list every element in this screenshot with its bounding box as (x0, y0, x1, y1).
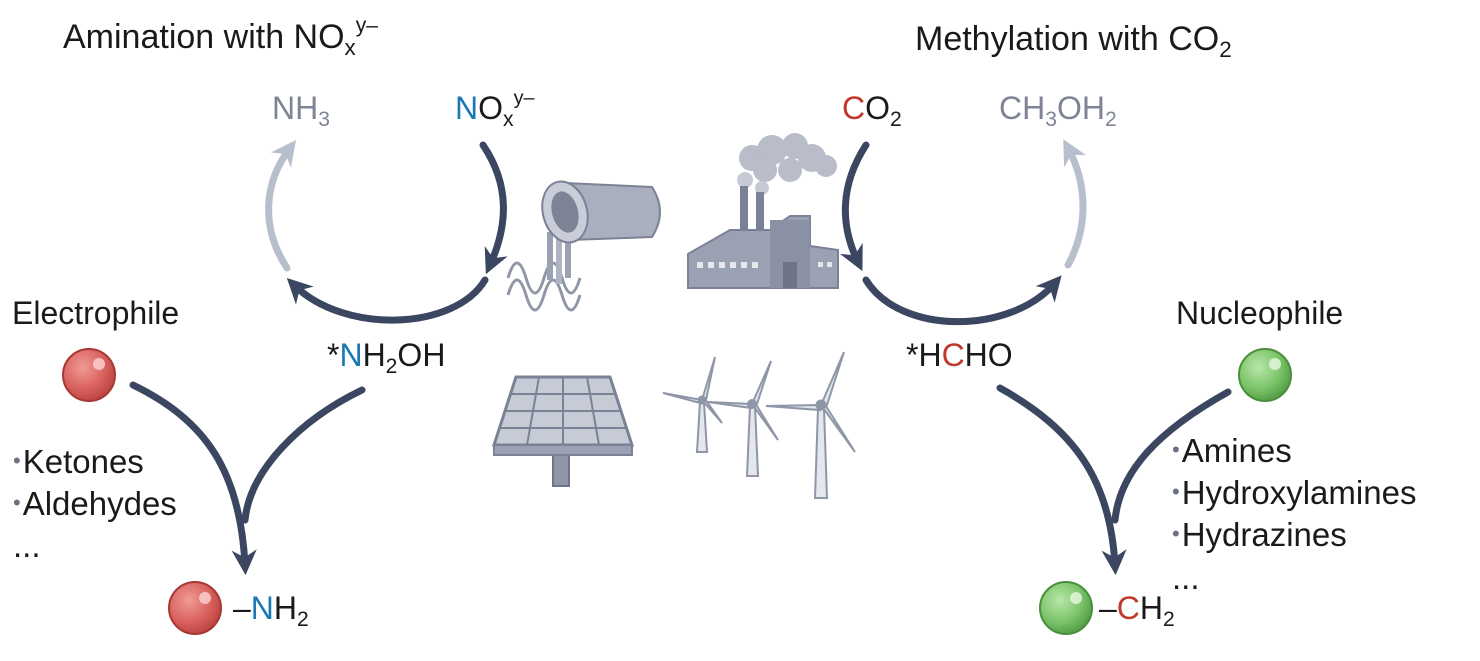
nucleophile-ellipsis: ... (1172, 558, 1200, 596)
nox-n: N (455, 90, 479, 126)
methyl-sub: 2 (1163, 607, 1175, 631)
amine-sub: 2 (297, 607, 309, 631)
nucleophile-merge-arrow (1111, 388, 1232, 524)
methyl-dash: – (1099, 590, 1117, 626)
electrophile-item-text: Aldehydes (22, 485, 177, 523)
electrophile-sphere (62, 348, 116, 402)
nh2oh-intermediate: *NH2OH (327, 337, 446, 377)
electrophile-list: •Ketones •Aldehydes ... (13, 441, 177, 568)
electrophile-item: •Ketones (13, 443, 144, 480)
amination-dark-arc-bottom (286, 276, 489, 324)
hcho-ho: HO (964, 337, 1013, 373)
wastewater-pipe-icon (506, 180, 661, 312)
amine-n: N (250, 590, 274, 626)
hcho-path-arrow (996, 384, 1127, 576)
co2-sub: 2 (890, 107, 902, 131)
methylation-title-sub: 2 (1219, 37, 1232, 63)
hcho-c: C (941, 337, 965, 373)
nh2oh-merge-arrow (241, 386, 366, 524)
amine-dash: – (233, 590, 251, 626)
methyl-product: –CH2 (1099, 590, 1175, 630)
methyl-c: C (1116, 590, 1140, 626)
amination-title-sup: y– (355, 14, 379, 38)
electrophile-label: Electrophile (12, 295, 180, 331)
amination-dark-arc-top (479, 141, 508, 275)
nh2oh-star: * (327, 337, 340, 373)
nh3-sub: 3 (318, 107, 330, 131)
nh2oh-sub: 2 (385, 354, 398, 378)
nucleophile-item-text: Hydroxylamines (1181, 474, 1417, 512)
hcho-intermediate: *HCHO (906, 339, 1013, 371)
amine-h: H (273, 590, 298, 626)
wind-turbine-icon (662, 351, 856, 499)
nucleophile-item-text: Amines (1181, 432, 1292, 469)
amination-light-arc (265, 139, 297, 272)
factory-icon (687, 133, 839, 289)
nh2oh-oh: OH (397, 337, 446, 373)
nucleophile-item: •Hydrazines (1172, 516, 1347, 554)
methylation-dark-arc-top (840, 141, 870, 272)
nh2oh-h: H (362, 337, 386, 373)
ch3oh2-oh: OH (1056, 90, 1105, 126)
co2-c: C (842, 90, 866, 126)
nucleophile-sphere (1238, 348, 1292, 402)
nucleophile-list: •Amines •Hydroxylamines •Hydrazines ... (1172, 430, 1416, 599)
co2-reactant: CO2 (842, 90, 902, 130)
ch3oh2-ch: CH (999, 90, 1046, 126)
solar-panel-icon (491, 375, 635, 487)
ch3oh2-sub2: 2 (1104, 107, 1117, 131)
methylation-title: Methylation with CO2 (915, 20, 1232, 61)
co2-o: O (865, 90, 890, 126)
nucleophile-item-text: Hydrazines (1181, 516, 1347, 554)
amination-title-text: Amination with NO (63, 18, 345, 56)
nox-sub: x (503, 107, 514, 131)
electrophile-item: •Aldehydes (13, 485, 177, 523)
nox-o: O (478, 90, 503, 126)
nucleophile-item: •Hydroxylamines (1172, 474, 1417, 512)
nox-reactant: NOxy– (455, 88, 535, 130)
methylation-title-text: Methylation with CO (915, 20, 1220, 58)
hcho-star-h: *H (906, 337, 942, 373)
electrophile-item-text: Ketones (22, 443, 144, 480)
ch3oh2-product: CH3OH2 (999, 90, 1117, 130)
ch3oh2-sub1: 3 (1045, 107, 1057, 131)
amination-title: Amination with NOxy– (63, 15, 378, 59)
methylation-light-arc (1063, 139, 1087, 269)
nh2oh-n: N (339, 337, 363, 373)
nucleophile-product-sphere (1039, 581, 1093, 635)
amination-title-sub: x (344, 35, 356, 61)
electrophile-product-sphere (168, 581, 222, 635)
amine-product: –NH2 (233, 590, 309, 630)
nucleophile-item: •Amines (1172, 432, 1292, 469)
nucleophile-label: Nucleophile (1176, 295, 1344, 331)
electrophile-path-arrow (129, 381, 257, 576)
nox-sup: y– (513, 87, 535, 110)
methylation-dark-arc-bottom (862, 275, 1062, 326)
methyl-h: H (1139, 590, 1164, 626)
electrophile-ellipsis: ... (13, 527, 41, 565)
nh3-product: NH3 (272, 90, 330, 130)
nh3-text: NH (272, 90, 319, 126)
